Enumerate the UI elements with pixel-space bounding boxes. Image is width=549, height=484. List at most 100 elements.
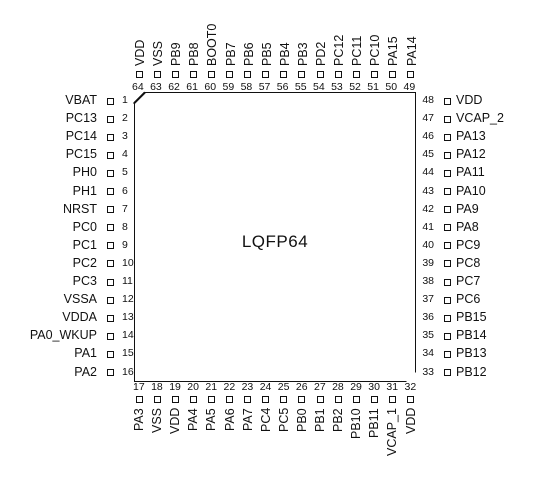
pin-pad	[444, 332, 451, 340]
pin-pad	[280, 71, 288, 78]
pin-pad	[171, 396, 179, 403]
pin-number: 41	[422, 220, 434, 233]
pin-pad	[370, 396, 378, 403]
pin-name: PB4	[277, 42, 292, 66]
pin-number: 45	[422, 148, 434, 161]
pin-pad	[207, 71, 215, 78]
pin-number: 30	[368, 381, 380, 393]
pin-name: PC8	[456, 255, 481, 270]
pin-number: 6	[122, 184, 128, 197]
pin-number: 21	[205, 381, 218, 393]
pin-pad	[207, 396, 215, 403]
pin-number: 25	[277, 381, 290, 393]
pin-number: 61	[186, 81, 198, 93]
pin-pad	[388, 396, 396, 403]
pin-number: 40	[422, 238, 434, 251]
pin-name: PB14	[456, 328, 487, 343]
pin-name: PB6	[241, 42, 256, 66]
chip-body	[134, 92, 416, 382]
pin-number: 4	[122, 148, 128, 161]
pin-number: 9	[122, 238, 128, 251]
pin-number: 20	[187, 381, 199, 393]
pin-name: PB12	[456, 364, 487, 379]
pin-number: 7	[122, 202, 128, 215]
pin-number: 5	[122, 166, 128, 179]
pin-name: PA13	[456, 129, 486, 144]
pin-number: 56	[276, 81, 289, 93]
pin-pad	[107, 151, 114, 159]
pin-pad	[107, 169, 114, 177]
pin-pad	[388, 71, 396, 78]
pin-name: VSSA	[63, 292, 97, 307]
pin-pad	[407, 396, 414, 403]
pin-name: BOOT0	[205, 23, 220, 66]
pin-pad	[107, 206, 114, 214]
pin-number: 16	[122, 365, 134, 378]
pin-name: VDD	[403, 407, 418, 434]
pin-name: VSS	[151, 40, 166, 66]
pin-pad	[107, 224, 114, 232]
pin-name: PB15	[456, 310, 487, 325]
pin-number: 31	[386, 381, 399, 393]
pin-name: PA11	[456, 165, 485, 180]
pin-pad	[262, 71, 270, 78]
pin-pad	[171, 71, 179, 78]
pin-name: PC11	[350, 35, 365, 66]
pin-number: 52	[349, 81, 361, 93]
pin-pad	[153, 71, 161, 78]
pin-number: 39	[422, 256, 434, 269]
pin-number: 43	[422, 184, 434, 197]
pin-number: 38	[422, 275, 434, 287]
pin-name: PC6	[456, 292, 481, 307]
pin-pad	[334, 71, 342, 78]
pin-name: VDDA	[62, 310, 97, 325]
pin-name: PA12	[456, 147, 486, 162]
pin-pad	[107, 350, 114, 358]
pin-pad	[262, 396, 270, 403]
pin-pad	[444, 97, 451, 105]
pin-number: 51	[367, 81, 379, 93]
pin-number: 46	[422, 130, 434, 143]
pin-pad	[107, 332, 114, 340]
pin-number: 54	[313, 81, 325, 93]
pin-pad	[107, 260, 114, 268]
pin-name: PB3	[295, 42, 310, 66]
pin-name: PC3	[72, 274, 97, 288]
pin-name: PB0	[294, 408, 309, 432]
pin-pad	[189, 71, 197, 78]
pin-pad	[298, 71, 306, 78]
pin-pad	[298, 396, 306, 403]
pin-name: PA8	[456, 219, 479, 234]
pin-pad	[107, 188, 114, 195]
pin-name: PA5	[204, 408, 219, 431]
pin-number: 33	[422, 365, 434, 378]
pin-number: 15	[122, 347, 134, 360]
pin-name: NRST	[62, 201, 97, 216]
pin-number: 13	[122, 311, 134, 324]
pin-pad	[444, 350, 451, 358]
pin-pad	[107, 369, 114, 376]
pin-pad	[444, 206, 451, 214]
pin-name: PA0_WKUP	[29, 328, 97, 343]
pin-pad	[135, 396, 143, 403]
pin-number: 55	[294, 81, 307, 93]
pin-number: 11	[122, 275, 133, 287]
pin-name: PD2	[314, 41, 328, 66]
pin-name: VDD	[168, 407, 183, 434]
pin-pad	[226, 396, 233, 403]
pin-name: PC7	[456, 274, 481, 288]
pin-pad	[189, 396, 197, 403]
pin-number: 62	[168, 81, 180, 93]
pin-number: 18	[151, 381, 163, 393]
pin-name: PB11	[367, 408, 382, 438]
pin-pad	[153, 396, 161, 403]
pin-name: PC12	[332, 34, 347, 66]
pin-name: PB8	[187, 42, 202, 66]
pin-name: PA1	[74, 346, 97, 361]
pin-pad	[444, 314, 451, 322]
pin-number: 48	[422, 94, 434, 106]
pin-pad	[444, 151, 451, 159]
pin-pad	[444, 169, 451, 177]
pin-pad	[407, 71, 414, 78]
